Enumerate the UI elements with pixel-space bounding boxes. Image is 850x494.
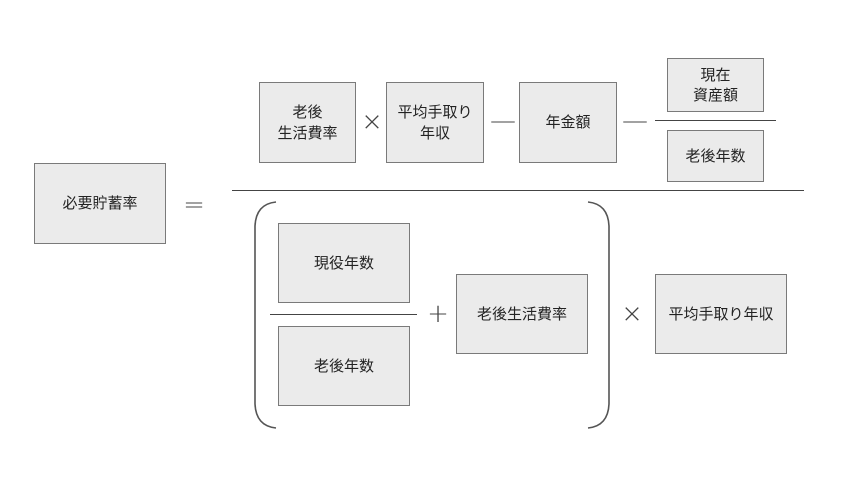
years-fraction-bar <box>270 314 417 315</box>
retirement-living-cost-rate-box: 老後 生活費率 <box>259 82 356 163</box>
retirement-years-box-bottom: 老後年数 <box>278 326 410 406</box>
left-parenthesis <box>254 201 277 429</box>
current-assets-box: 現在 資産額 <box>667 58 764 112</box>
avg-takehome-income-box-2: 平均手取り年収 <box>655 274 787 354</box>
equals-sign: = <box>183 190 205 220</box>
right-parenthesis <box>587 201 610 429</box>
retirement-living-cost-rate-box-2: 老後生活費率 <box>456 274 588 354</box>
avg-takehome-income-box: 平均手取り 年収 <box>386 82 484 163</box>
retirement-years-box-top: 老後年数 <box>667 130 764 182</box>
main-fraction-bar <box>232 190 804 191</box>
savings-rate-box: 必要貯蓄率 <box>34 163 166 244</box>
assets-fraction-bar <box>655 120 776 121</box>
plus-operator: + <box>427 299 449 329</box>
working-years-box: 現役年数 <box>278 223 410 303</box>
pension-amount-box: 年金額 <box>519 82 617 163</box>
minus-operator-1: — <box>490 106 516 136</box>
multiply-operator: × <box>361 107 383 137</box>
multiply-operator-2: × <box>621 299 643 329</box>
minus-operator-2: — <box>622 106 648 136</box>
